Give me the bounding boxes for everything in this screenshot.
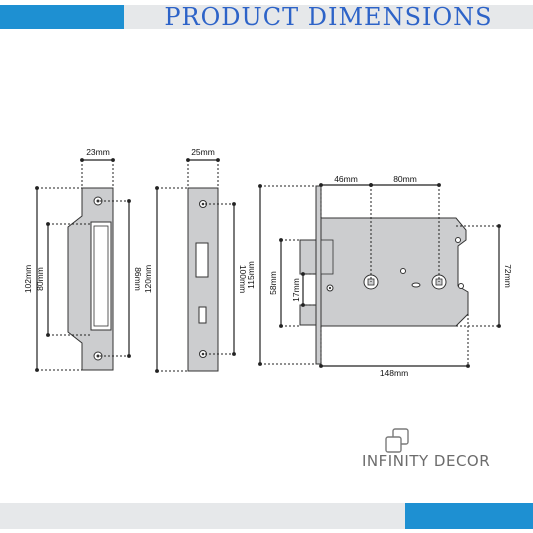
lock-height-label: 115mm: [246, 261, 256, 289]
dead-bolt: [299, 304, 317, 326]
latch-slot: [195, 242, 209, 278]
backset-label: 46mm: [334, 174, 358, 184]
forend-body: [187, 187, 219, 372]
forend-hole-spacing-label: 100mm: [238, 265, 248, 293]
brand-logo: INFINITY DECOR: [362, 428, 522, 478]
latch-bolt: [299, 239, 317, 275]
strike-height-label: 102mm: [23, 265, 33, 293]
lock-width-label: 148mm: [380, 368, 408, 378]
centres-label: 80mm: [393, 174, 417, 184]
bolt-slot: [198, 306, 207, 324]
brand-mark-icon: [385, 428, 409, 453]
forend-height-label: 120mm: [143, 265, 153, 293]
lock-body: [299, 185, 469, 365]
bolt-height-label: 58mm: [268, 271, 278, 295]
footer-accent-bar: [405, 503, 533, 529]
strike-hole-spacing-label: 86mm: [133, 267, 143, 291]
page-title: PRODUCT DIMENSIONS: [164, 3, 493, 31]
header-accent-bar: [0, 5, 124, 29]
lock-case: [320, 217, 469, 327]
strike-width-label: 23mm: [86, 147, 110, 157]
brand-name: INFINITY DECOR: [362, 452, 491, 470]
strike-inner-height-label: 80mm: [35, 267, 45, 291]
case-height-label: 72mm: [503, 264, 513, 288]
strike-plate: [67, 187, 114, 371]
footer-bar: [0, 503, 405, 529]
lock-forend-edge: [315, 185, 322, 365]
forend-width-label: 25mm: [191, 147, 215, 157]
forend-plate: [187, 187, 219, 372]
bolt-width-label: 17mm: [291, 278, 301, 302]
header-bar: [124, 5, 533, 29]
